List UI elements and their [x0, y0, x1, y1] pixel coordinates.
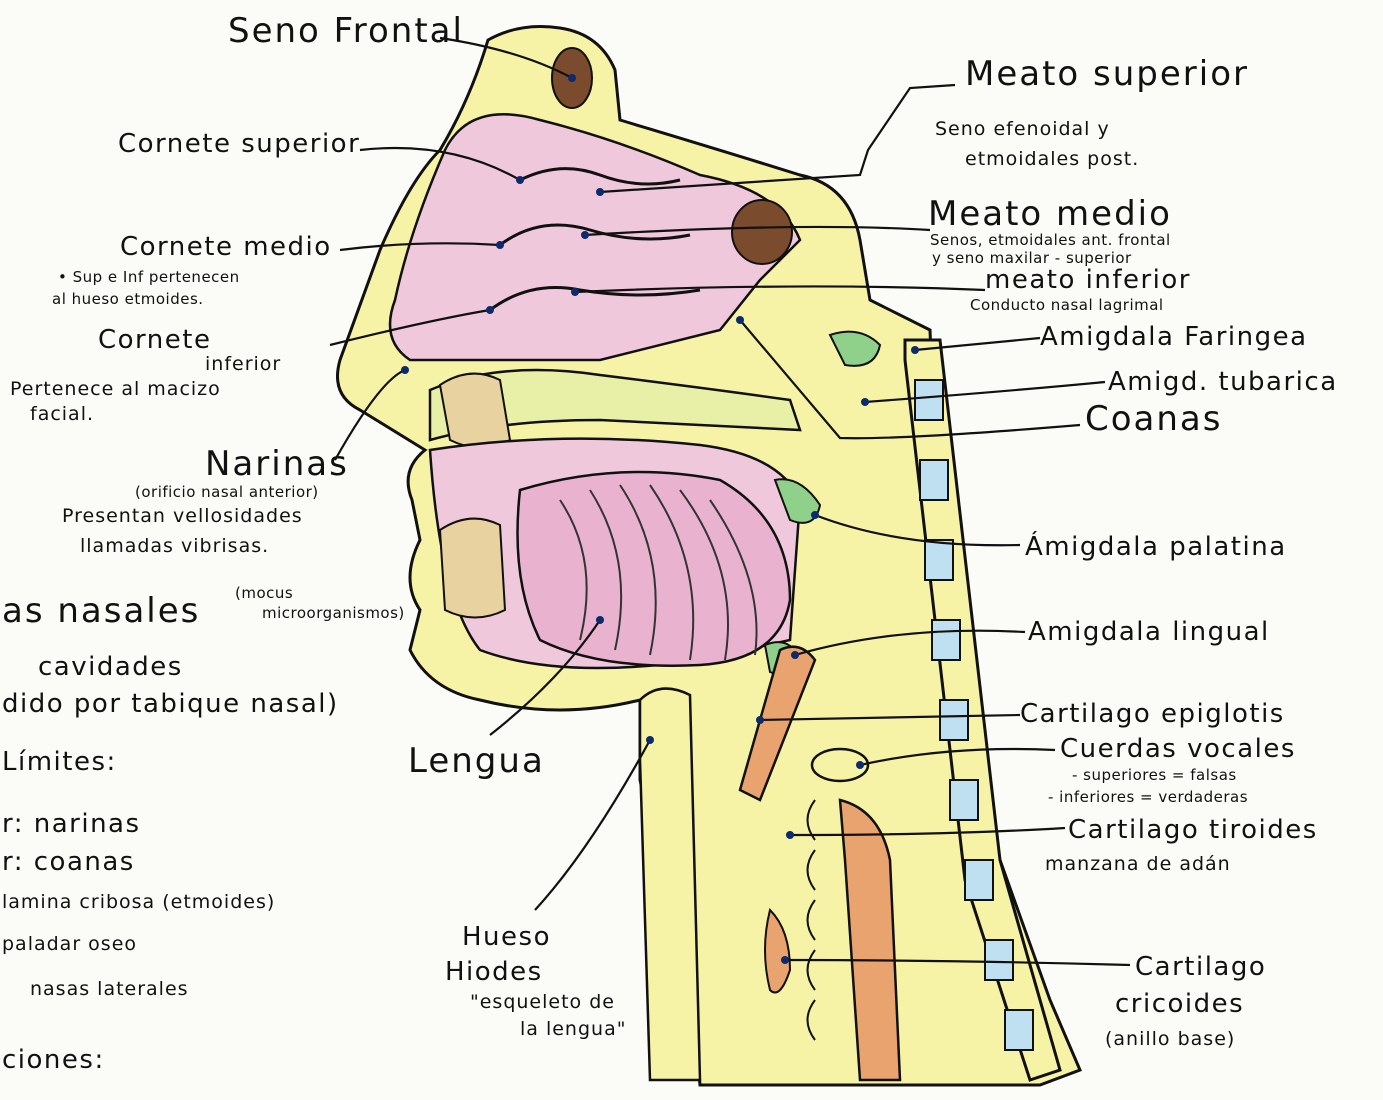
- label-cuerdas-vocales-note-1: - superiores = falsas: [1072, 766, 1237, 784]
- label-narinas-note-2: llamadas vibrisas.: [80, 535, 269, 557]
- label-left-7: lamina cribosa (etmoides): [2, 891, 275, 913]
- label-cartilago-epiglotis: Cartilago epiglotis: [1020, 699, 1285, 729]
- label-narinas-sub: (orificio nasal anterior): [135, 483, 319, 501]
- label-amigd-tubarica: Amigd. tubarica: [1108, 367, 1338, 397]
- label-hueso-hioides-1: Hueso: [462, 922, 551, 952]
- label-meato-inferior: meato inferior: [985, 265, 1191, 295]
- label-left-9: nasas laterales: [30, 978, 189, 1000]
- label-left-6: r: coanas: [2, 847, 135, 877]
- label-seno-frontal: Seno Frontal: [228, 11, 464, 51]
- label-meato-medio-note-1: Senos, etmoidales ant. frontal: [930, 231, 1171, 249]
- label-cornete-inferior-note-1: Pertenece al macizo: [10, 378, 221, 400]
- label-meato-superior-note-1: Seno efenoidal y: [935, 118, 1110, 140]
- label-left-4: Límites:: [2, 747, 117, 777]
- label-cornete-inferior-note-2: facial.: [30, 403, 94, 425]
- label-coanas: Coanas: [1085, 399, 1222, 439]
- label-amigdala-faringea: Amigdala Faringea: [1040, 322, 1308, 352]
- label-cartilago-tiroides: Cartilago tiroides: [1068, 815, 1318, 845]
- label-narinas: Narinas: [205, 444, 349, 484]
- label-cuerdas-vocales: Cuerdas vocales: [1060, 734, 1296, 764]
- label-meato-superior-note-2: etmoidales post.: [965, 148, 1139, 170]
- label-cartilago-cricoides-2: cricoides: [1115, 989, 1244, 1019]
- label-cuerdas-vocales-note-2: - inferiores = verdaderas: [1048, 788, 1248, 806]
- sphenoid-sinus: [732, 200, 792, 264]
- label-cartilago-cricoides-1: Cartilago: [1135, 952, 1266, 982]
- label-meato-inferior-note: Conducto nasal lagrimal: [970, 296, 1164, 314]
- label-hueso-hioides-4: la lengua": [520, 1018, 626, 1040]
- label-amigdala-palatina: Ámigdala palatina: [1025, 530, 1287, 562]
- label-cornete-inferior-1: Cornete: [98, 325, 211, 355]
- label-meato-superior: Meato superior: [965, 54, 1249, 94]
- label-amigdala-lingual: Amigdala lingual: [1028, 617, 1270, 647]
- label-left-3: dido por tabique nasal): [2, 689, 339, 719]
- label-left-2: cavidades: [38, 652, 183, 682]
- label-meato-medio: Meato medio: [928, 194, 1172, 234]
- upper-teeth: [440, 374, 510, 448]
- label-left-1: as nasales: [2, 591, 200, 631]
- hyoid-bone: [640, 689, 700, 1080]
- label-lengua: Lengua: [408, 741, 545, 781]
- label-left-10: ciones:: [2, 1045, 105, 1075]
- label-left-8: paladar oseo: [2, 933, 137, 955]
- label-cartilago-tiroides-note: manzana de adán: [1045, 853, 1231, 875]
- label-cornete-medio: Cornete medio: [120, 232, 332, 262]
- label-narinas-note-1: Presentan vellosidades: [62, 505, 303, 527]
- label-left-1-note-2: microorganismos): [262, 604, 405, 622]
- label-cornete-superior: Cornete superior: [118, 129, 360, 159]
- lower-teeth: [440, 519, 505, 618]
- label-cartilago-cricoides-3: (anillo base): [1105, 1028, 1235, 1050]
- label-cornete-inferior-2: inferior: [205, 353, 281, 375]
- label-hueso-hioides-3: "esqueleto de: [470, 991, 615, 1013]
- label-left-1-note-1: (mocus: [235, 584, 293, 602]
- label-left-5: r: narinas: [2, 809, 141, 839]
- label-hueso-hioides-2: Hiodes: [445, 957, 543, 987]
- label-cornete-medio-note-2: al hueso etmoides.: [52, 290, 204, 308]
- label-cornete-medio-note-1: • Sup e Inf pertenecen: [58, 268, 240, 286]
